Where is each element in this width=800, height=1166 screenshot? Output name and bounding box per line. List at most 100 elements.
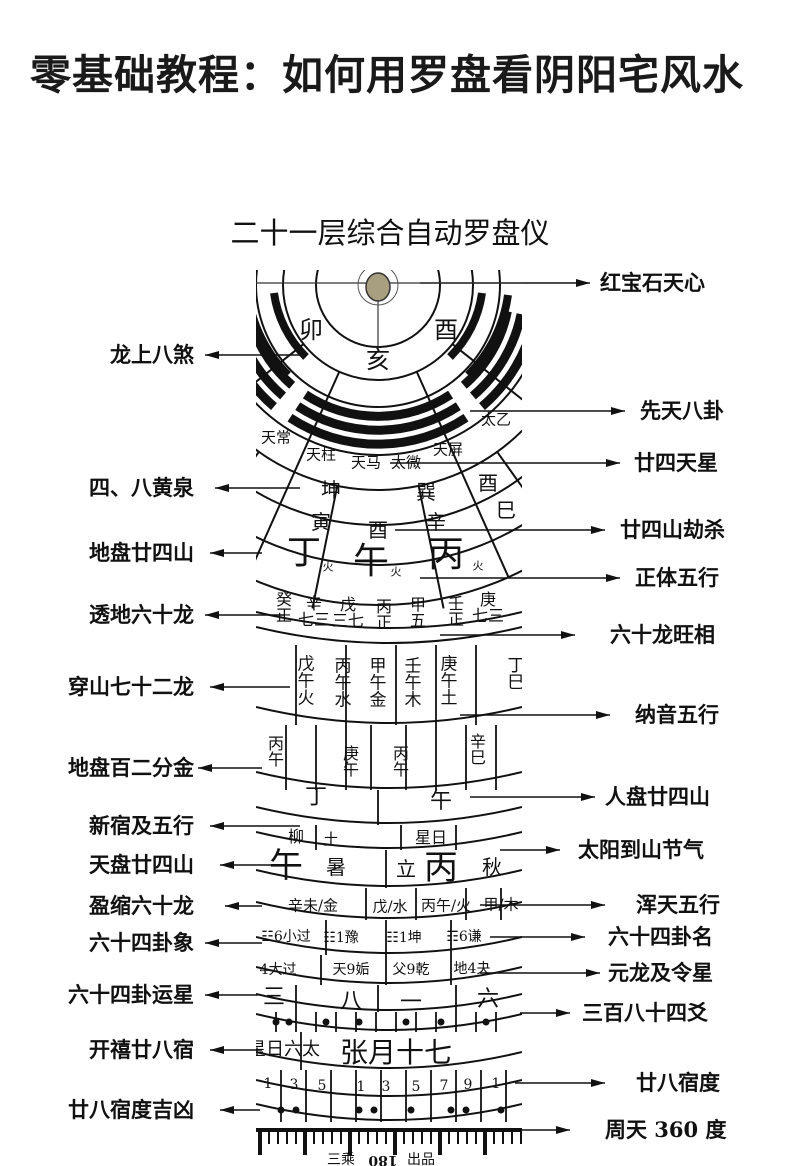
trigram-bar: [302, 390, 454, 421]
compass-text: 辛未/金: [287, 896, 339, 915]
ruby-center-icon: [365, 272, 391, 302]
left-label: 六十四卦运星: [68, 982, 194, 1007]
compass-text: 火: [472, 559, 484, 573]
compass-text: 天9姤: [332, 962, 370, 978]
compass-text: 地4夬: [453, 961, 491, 977]
compass-text: 酉: [478, 471, 498, 495]
left-label: 盈缩六十龙: [89, 893, 194, 918]
dot-marker: [370, 1106, 378, 1114]
compass-text: 丙: [427, 534, 465, 575]
compass-text: 戊/水: [372, 897, 408, 916]
dot-marker: [285, 1018, 293, 1026]
compass-text: 午: [269, 846, 303, 886]
compass-text: 7: [439, 1078, 449, 1094]
right-label: 三百八十四爻: [582, 1000, 708, 1025]
right-label: 浑天五行: [636, 892, 720, 917]
arrow-right-icon: [480, 969, 600, 977]
compass-text: 5: [317, 1078, 327, 1094]
compass-text: 甲 五: [409, 595, 427, 630]
compass-text: 火: [322, 560, 334, 574]
compass-text: 丙 正: [375, 597, 393, 632]
compass-text: 坤: [321, 478, 341, 502]
compass-text: 甲/木: [483, 895, 519, 914]
trigram-bar: [256, 381, 277, 411]
compass-text: 3: [289, 1077, 299, 1093]
arrow-left-icon: [210, 683, 290, 691]
compass-text: 星日: [414, 828, 448, 847]
arrow-left-icon: [198, 764, 262, 772]
compass-text: 戊 三七: [331, 595, 365, 630]
compass-text: 午: [352, 541, 390, 582]
compass-text: 戊 午 火: [297, 654, 315, 709]
compass-text: 一: [399, 990, 423, 1015]
right-label: 六十龙旺相: [610, 622, 715, 647]
dot-marker: [402, 1018, 410, 1026]
right-label: 纳音五行: [635, 702, 719, 727]
right-label: 元龙及令星: [608, 960, 713, 985]
dot-marker: [355, 1018, 363, 1026]
left-label: 透地六十龙: [89, 602, 194, 627]
arrow-left-icon: [205, 939, 262, 947]
compass-text: 巳: [496, 498, 516, 522]
dot-marker: [447, 1106, 455, 1114]
trigram-bar: [295, 402, 461, 435]
arrow-right-icon: [395, 526, 605, 534]
compass-text: ☳6小过: [261, 929, 311, 945]
compass-text: 午: [429, 789, 453, 814]
arrow-left-icon: [220, 861, 275, 869]
compass-text: 秋: [482, 855, 502, 879]
dot-marker: [355, 1106, 363, 1114]
compass-rings: [256, 270, 522, 1155]
compass-text: 9: [463, 1077, 473, 1093]
dot-marker: [322, 1018, 330, 1026]
right-label: 廿四天星: [634, 450, 718, 475]
compass-text: 太乙: [480, 410, 512, 429]
arrow-right-icon: [470, 407, 625, 415]
right-label: 红宝石天心: [600, 270, 705, 295]
compass-text: 壬 午 木: [404, 656, 422, 711]
arrow-right-icon: [490, 933, 585, 941]
arrow-right-icon: [440, 631, 575, 639]
arrow-left-icon: [225, 902, 262, 910]
right-label: 人盘廿四山: [605, 784, 710, 809]
compass-text: 柳: [287, 827, 305, 846]
right-label: 先天八卦: [640, 398, 724, 423]
dot-marker: [462, 1106, 470, 1114]
trigram-bar: [270, 292, 309, 360]
trigram-bar: [447, 292, 486, 360]
left-label: 新宿及五行: [89, 813, 194, 838]
compass-text: 天柱: [305, 445, 337, 464]
compass-text: 寅: [311, 510, 331, 534]
compass-text: 酉: [368, 518, 388, 542]
compass-text: 丙: [424, 848, 458, 888]
trigram-bar: [465, 294, 512, 378]
compass-text: 酉: [434, 316, 458, 344]
compass-text: 癸 正: [275, 590, 293, 625]
dot-marker: [437, 1018, 445, 1026]
left-label: 地盘廿四山: [89, 540, 194, 565]
compass-text: 八: [339, 989, 363, 1014]
compass-text: 六: [476, 987, 500, 1012]
dot-marker: [497, 1106, 505, 1114]
left-label: 廿八宿度吉凶: [68, 1097, 194, 1122]
arrow-left-icon: [220, 1106, 260, 1114]
arrow-right-icon: [520, 1009, 570, 1017]
trigram-bar: [479, 343, 522, 411]
left-label: 穿山七十二龙: [68, 674, 194, 699]
compass-text: 星日六太: [256, 1039, 320, 1060]
arrow-left-icon: [210, 549, 262, 557]
compass-text: ☷1豫: [323, 930, 359, 946]
compass-text: 辛 巳: [469, 732, 487, 767]
arrow-left-icon: [215, 484, 300, 492]
right-label: 周天 360 度: [605, 1117, 727, 1142]
compass-text: 三: [262, 985, 286, 1010]
compass-text: 巽: [416, 480, 436, 504]
left-label: 六十四卦象: [89, 930, 194, 955]
compass-text: 天常: [260, 428, 292, 447]
compass-text: 4大过: [259, 962, 297, 978]
compass-text: 辛: [426, 510, 446, 534]
compass-text: 辛 七三: [297, 594, 331, 629]
compass-text: 1: [263, 1076, 273, 1092]
dot-marker: [407, 1106, 415, 1114]
diagram-title: 二十一层综合自动罗盘仪: [230, 216, 550, 250]
